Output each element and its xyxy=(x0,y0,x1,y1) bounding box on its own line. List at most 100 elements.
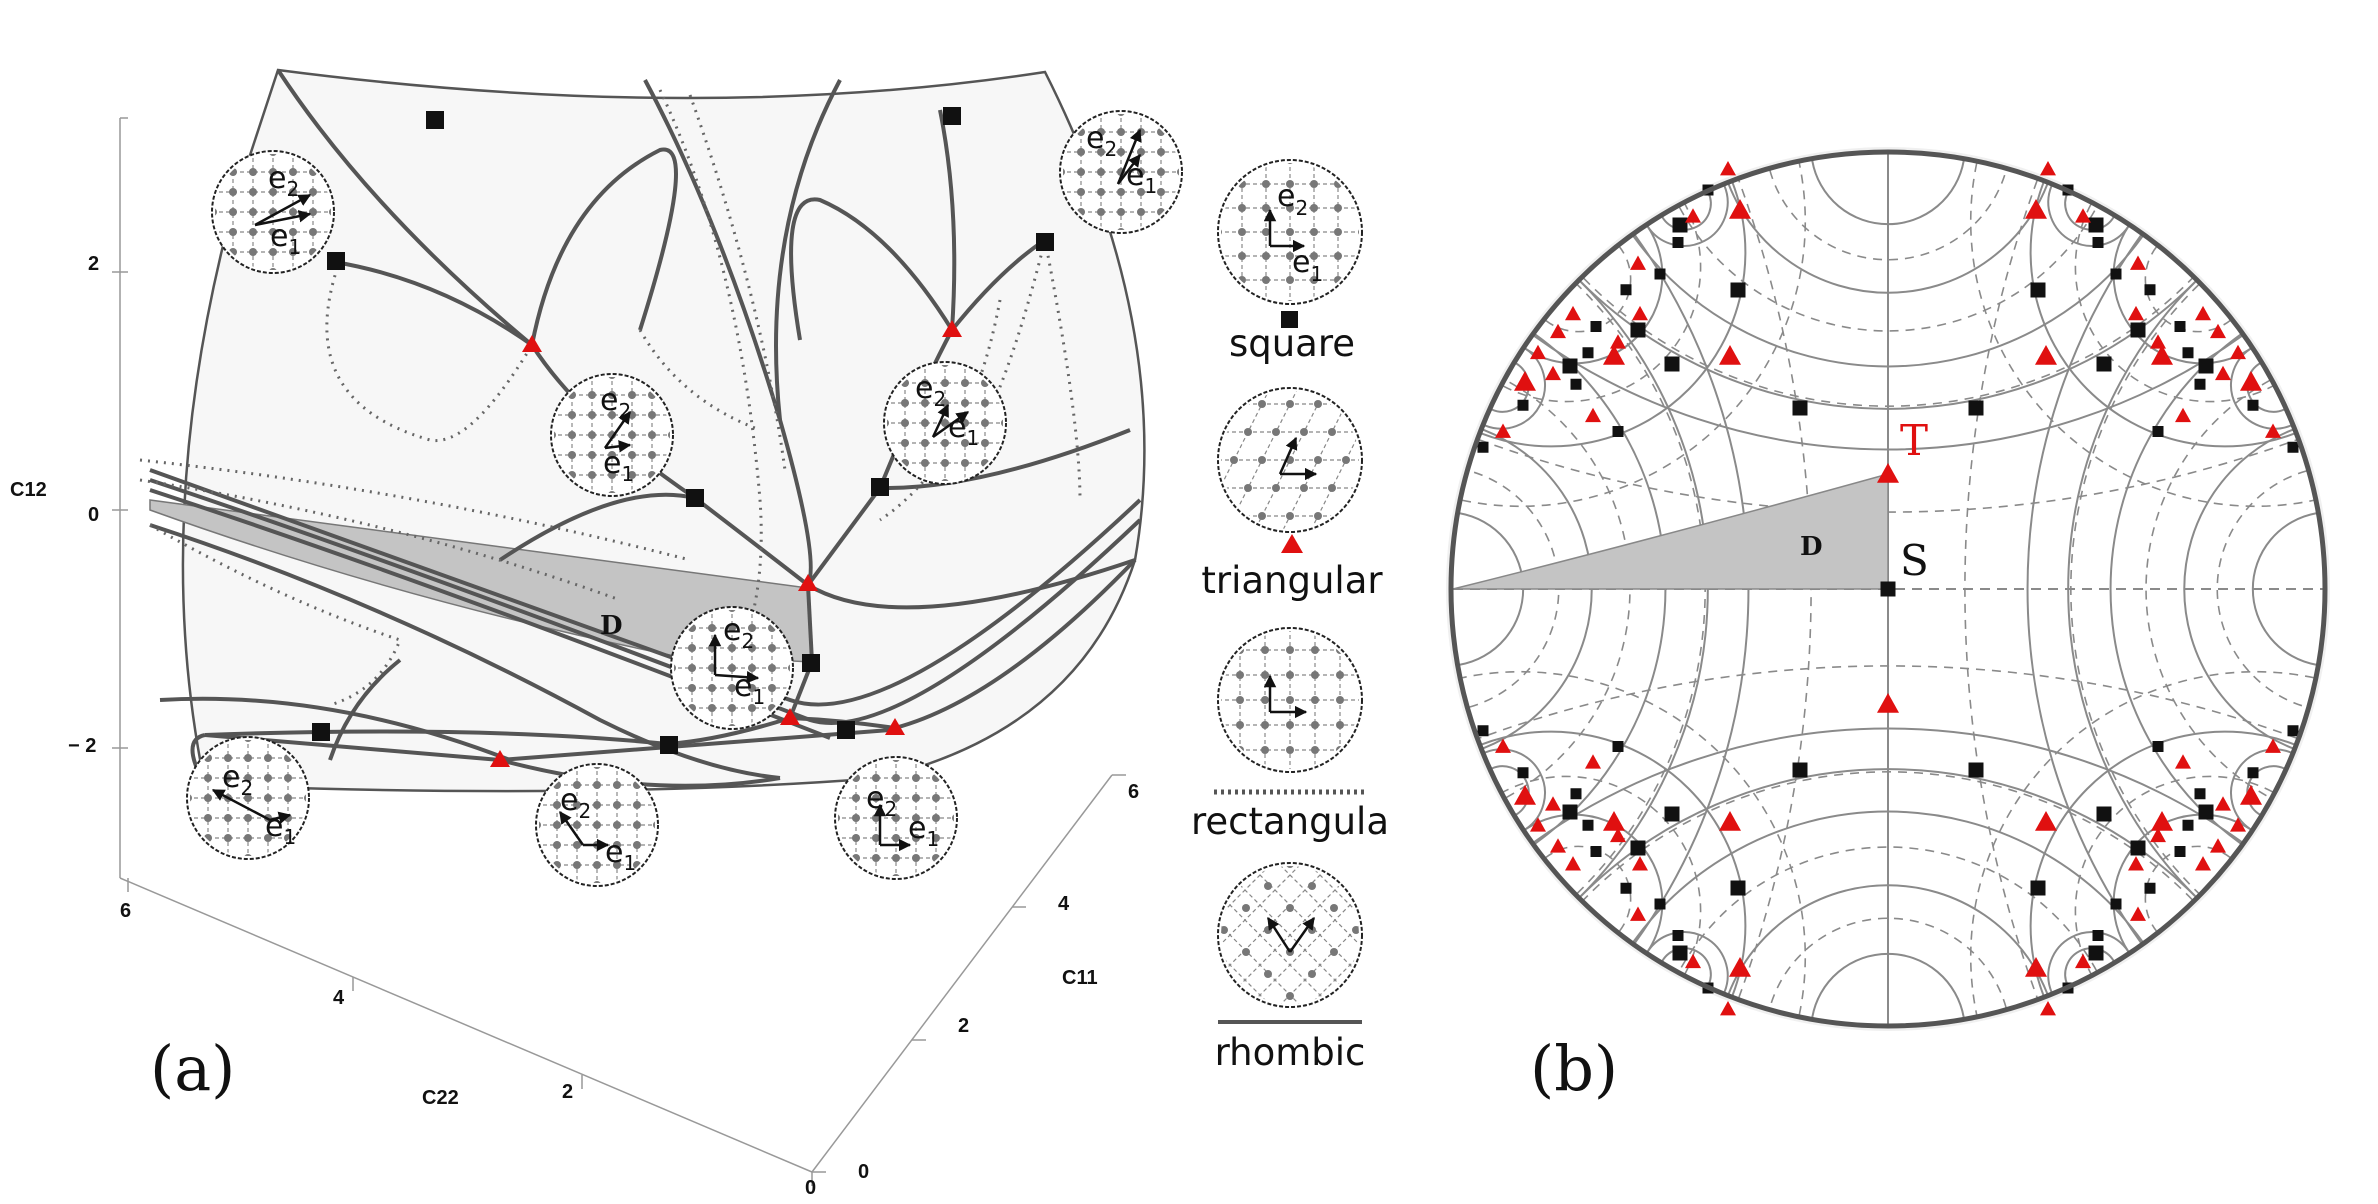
square-points xyxy=(312,107,1054,754)
triangular-point xyxy=(1729,957,1751,977)
panel-a-label: (a) xyxy=(150,1032,235,1105)
lattice-grid xyxy=(1221,631,1359,769)
square-point xyxy=(1968,400,1984,416)
square-point xyxy=(1620,882,1632,894)
inset-e2-label: e2 xyxy=(723,613,754,653)
square-point xyxy=(2030,880,2046,896)
square-point xyxy=(1517,399,1529,411)
square-point xyxy=(2182,819,2194,831)
square-point xyxy=(1880,581,1896,597)
inset-e1-label: e1 xyxy=(734,669,765,709)
square-point xyxy=(2130,322,2146,338)
square-point xyxy=(1654,898,1666,910)
triangular-point xyxy=(1685,208,1701,223)
square-point xyxy=(2182,347,2194,359)
square-point xyxy=(1562,358,1578,374)
c11-tick-6: 6 xyxy=(1128,781,1139,803)
triangular-point xyxy=(1719,811,1741,831)
triangular-point xyxy=(1877,693,1899,713)
square-point xyxy=(2144,284,2156,296)
triangular-point xyxy=(2128,305,2144,321)
panel-b-poincare-disk: D T S (b) xyxy=(1446,147,2330,1105)
inset-e2-label: e2 xyxy=(866,781,897,821)
lattice-grid xyxy=(838,760,954,876)
triangular-point xyxy=(1877,463,1899,483)
inset-e1-label: e1 xyxy=(908,811,939,851)
triangular-point xyxy=(1545,796,1561,811)
square-point xyxy=(2092,930,2104,941)
triangular-point xyxy=(1630,255,1646,270)
inset-e1-label: e1 xyxy=(603,446,634,486)
square-point xyxy=(2198,358,2214,374)
square-point xyxy=(2194,788,2206,800)
triangular-point xyxy=(1720,161,1736,176)
triangular-point xyxy=(1495,738,1511,753)
square-point xyxy=(2110,898,2122,910)
triangular-point xyxy=(2035,811,2057,831)
lattice-inset: e2 e1 xyxy=(834,756,958,880)
triangular-point xyxy=(1550,838,1566,853)
triangular-point xyxy=(2075,953,2091,969)
triangular-point xyxy=(2075,208,2091,223)
c22-tick-2: 2 xyxy=(562,1081,573,1103)
point-s-label: S xyxy=(1900,536,1929,585)
square-point xyxy=(1664,806,1680,822)
c12-tick-2: 2 xyxy=(88,253,99,275)
panel-a-3d-plot: C12 2 0 − 2 6 4 2 0 C22 0 2 4 6 C11 xyxy=(10,68,1183,1199)
c22-tick-4: 4 xyxy=(333,987,345,1009)
c22-axis-label: C22 xyxy=(422,1087,459,1109)
lattice-grid xyxy=(674,610,790,726)
square-point xyxy=(1730,282,1746,298)
square-point xyxy=(1590,321,1602,332)
region-d-label-b: D xyxy=(1800,532,1823,562)
triangular-point xyxy=(2025,957,2047,977)
triangular-point xyxy=(1685,953,1701,969)
lattice-grid xyxy=(1221,163,1359,301)
triangular-point xyxy=(2230,817,2246,832)
square-point xyxy=(1590,846,1602,857)
legend-rectangular-label: rectangula xyxy=(1191,800,1389,843)
legend-square-e1: e1 xyxy=(1292,245,1323,286)
triangular-point xyxy=(1550,323,1566,339)
triangular-point xyxy=(2230,344,2246,360)
triangular-point xyxy=(1719,345,1741,365)
triangular-point xyxy=(1585,754,1601,769)
triangular-point xyxy=(2175,754,2191,769)
c22-tick-0: 0 xyxy=(805,1177,816,1199)
square-point xyxy=(2092,237,2104,248)
square-point xyxy=(2174,321,2186,332)
square-point xyxy=(1792,400,1808,416)
legend-item-triangular: triangular xyxy=(1201,387,1383,602)
triangular-point xyxy=(1632,856,1648,871)
fundamental-domain-d xyxy=(1452,473,1889,590)
square-point xyxy=(2194,378,2206,390)
triangular-point xyxy=(2151,811,2173,831)
triangular-point xyxy=(1565,305,1581,321)
triangular-point xyxy=(2210,838,2226,853)
triangular-point xyxy=(2128,856,2144,871)
square-point xyxy=(1630,322,1646,338)
square-point xyxy=(2088,217,2104,233)
square-point xyxy=(1570,378,1582,390)
triangle-marker-icon xyxy=(1281,534,1303,553)
triangular-point xyxy=(1545,365,1561,381)
triangular-point xyxy=(1495,423,1511,438)
triangular-point xyxy=(1514,371,1536,391)
triangular-point xyxy=(2195,856,2211,871)
c11-tick-0: 0 xyxy=(858,1161,869,1183)
inset-e2-label: e2 xyxy=(915,371,946,411)
legend-square-label: square xyxy=(1229,322,1355,365)
c22-tick-6: 6 xyxy=(120,900,131,922)
triangular-point xyxy=(2265,423,2281,438)
square-point xyxy=(1517,767,1529,779)
inset-e2-label: e2 xyxy=(268,161,299,201)
inset-e1-label: e1 xyxy=(265,809,296,849)
lattice-grid xyxy=(1063,114,1179,230)
inset-e1-label: e1 xyxy=(270,219,301,259)
triangular-point xyxy=(2215,796,2231,811)
triangular-point xyxy=(1729,199,1751,219)
triangular-point xyxy=(1630,906,1646,921)
